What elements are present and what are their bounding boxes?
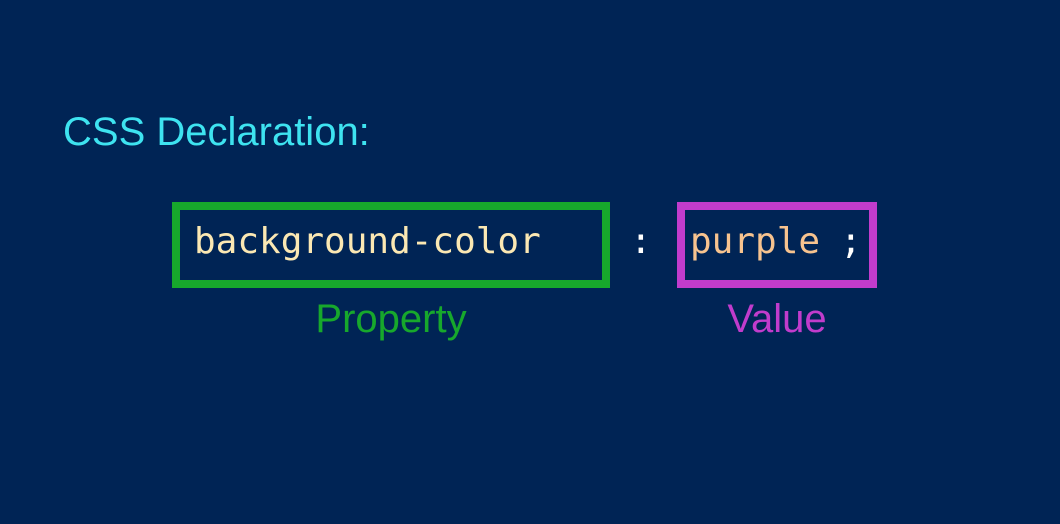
semicolon-terminator: ;: [840, 221, 862, 262]
value-highlight-box: [677, 202, 877, 288]
value-code: purple: [690, 221, 821, 262]
colon-separator: :: [630, 221, 652, 262]
property-caption: Property: [315, 297, 467, 341]
value-caption: Value: [727, 297, 827, 341]
css-declaration: background-color : purple ;: [172, 202, 892, 288]
property-highlight-box: [172, 202, 610, 288]
property-code: background-color: [194, 221, 541, 262]
diagram-heading: CSS Declaration:: [63, 110, 370, 154]
